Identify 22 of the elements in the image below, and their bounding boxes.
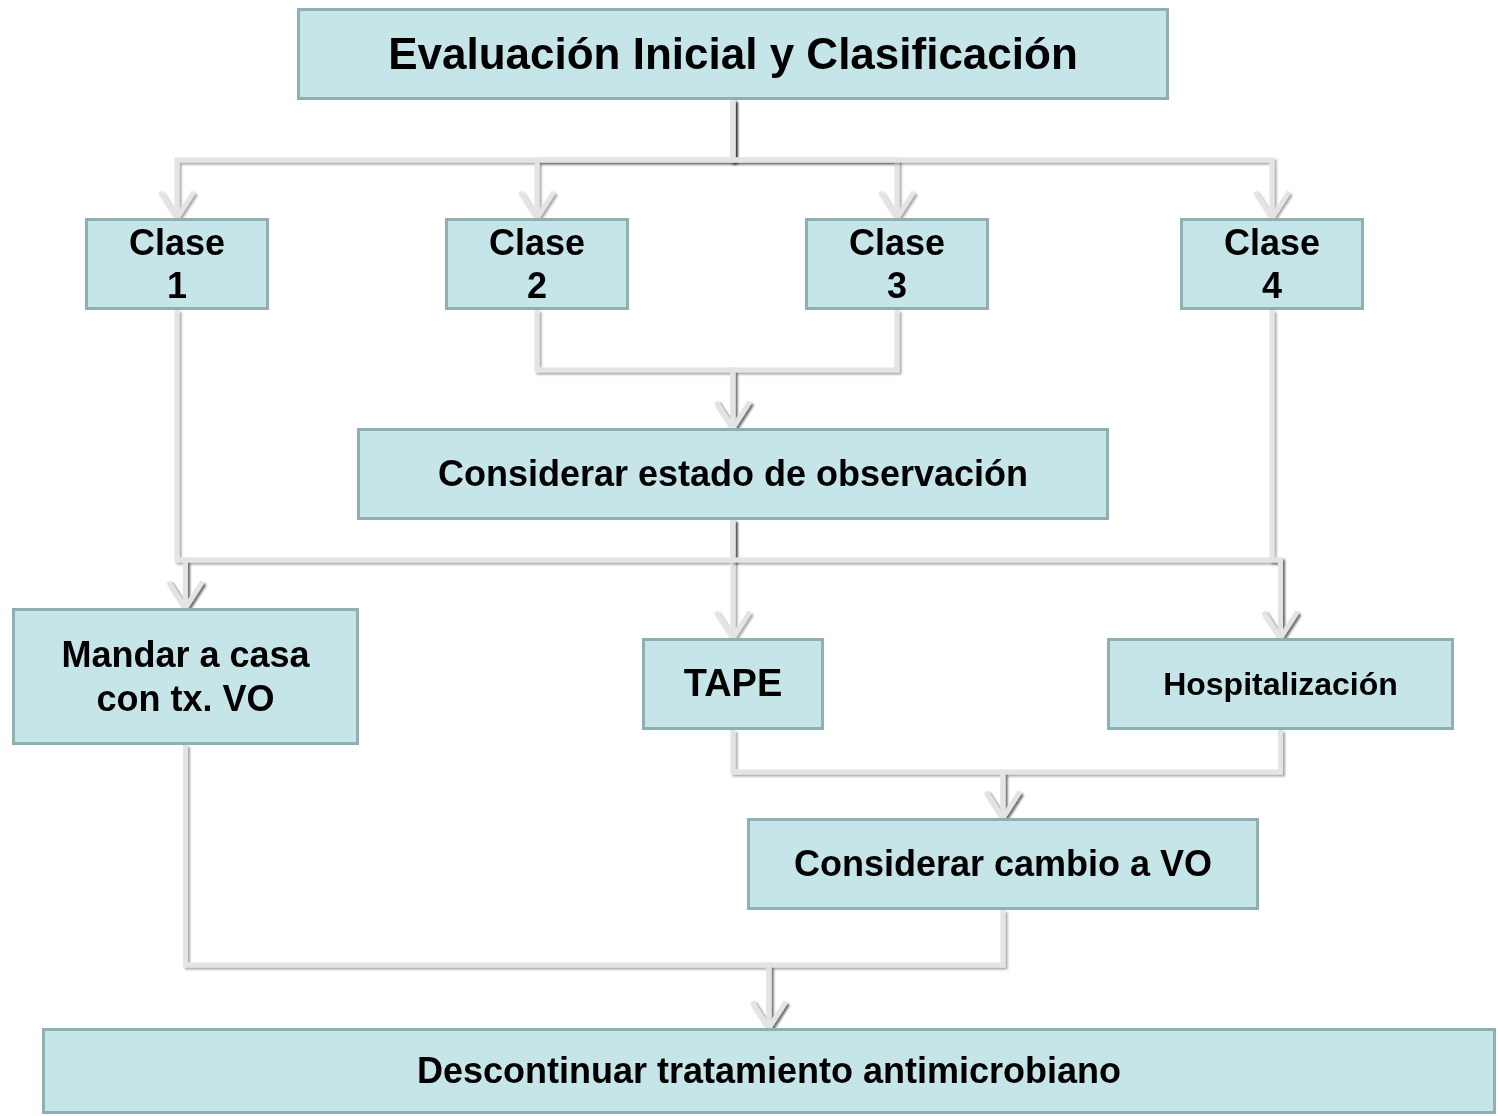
process-box <box>1180 218 1364 310</box>
box-label: Clase 4 <box>1223 220 1321 308</box>
process-box <box>805 218 989 310</box>
process-box <box>85 218 269 310</box>
process-box <box>357 428 1109 520</box>
process-box <box>747 818 1259 910</box>
box-label: Descontinuar tratamiento antimicrobiano <box>416 1049 1122 1093</box>
box-label: Mandar a casa con tx. VO <box>60 633 311 720</box>
process-box <box>297 8 1169 100</box>
box-label: Considerar cambio a VO <box>793 842 1213 886</box>
process-box <box>642 638 824 730</box>
process-box <box>42 1028 1496 1114</box>
box-label: Clase 1 <box>128 220 226 308</box>
box-label: Clase 2 <box>488 220 586 308</box>
box-label: Hospitalización <box>1163 664 1398 704</box>
box-label: TAPE <box>683 661 783 707</box>
box-label: Considerar estado de observación <box>437 452 1029 496</box>
process-box <box>445 218 629 310</box>
process-box <box>1107 638 1454 730</box>
process-box <box>12 608 359 745</box>
box-label: Clase 3 <box>848 220 946 308</box>
box-label: Evaluación Inicial y Clasificación <box>388 27 1078 80</box>
